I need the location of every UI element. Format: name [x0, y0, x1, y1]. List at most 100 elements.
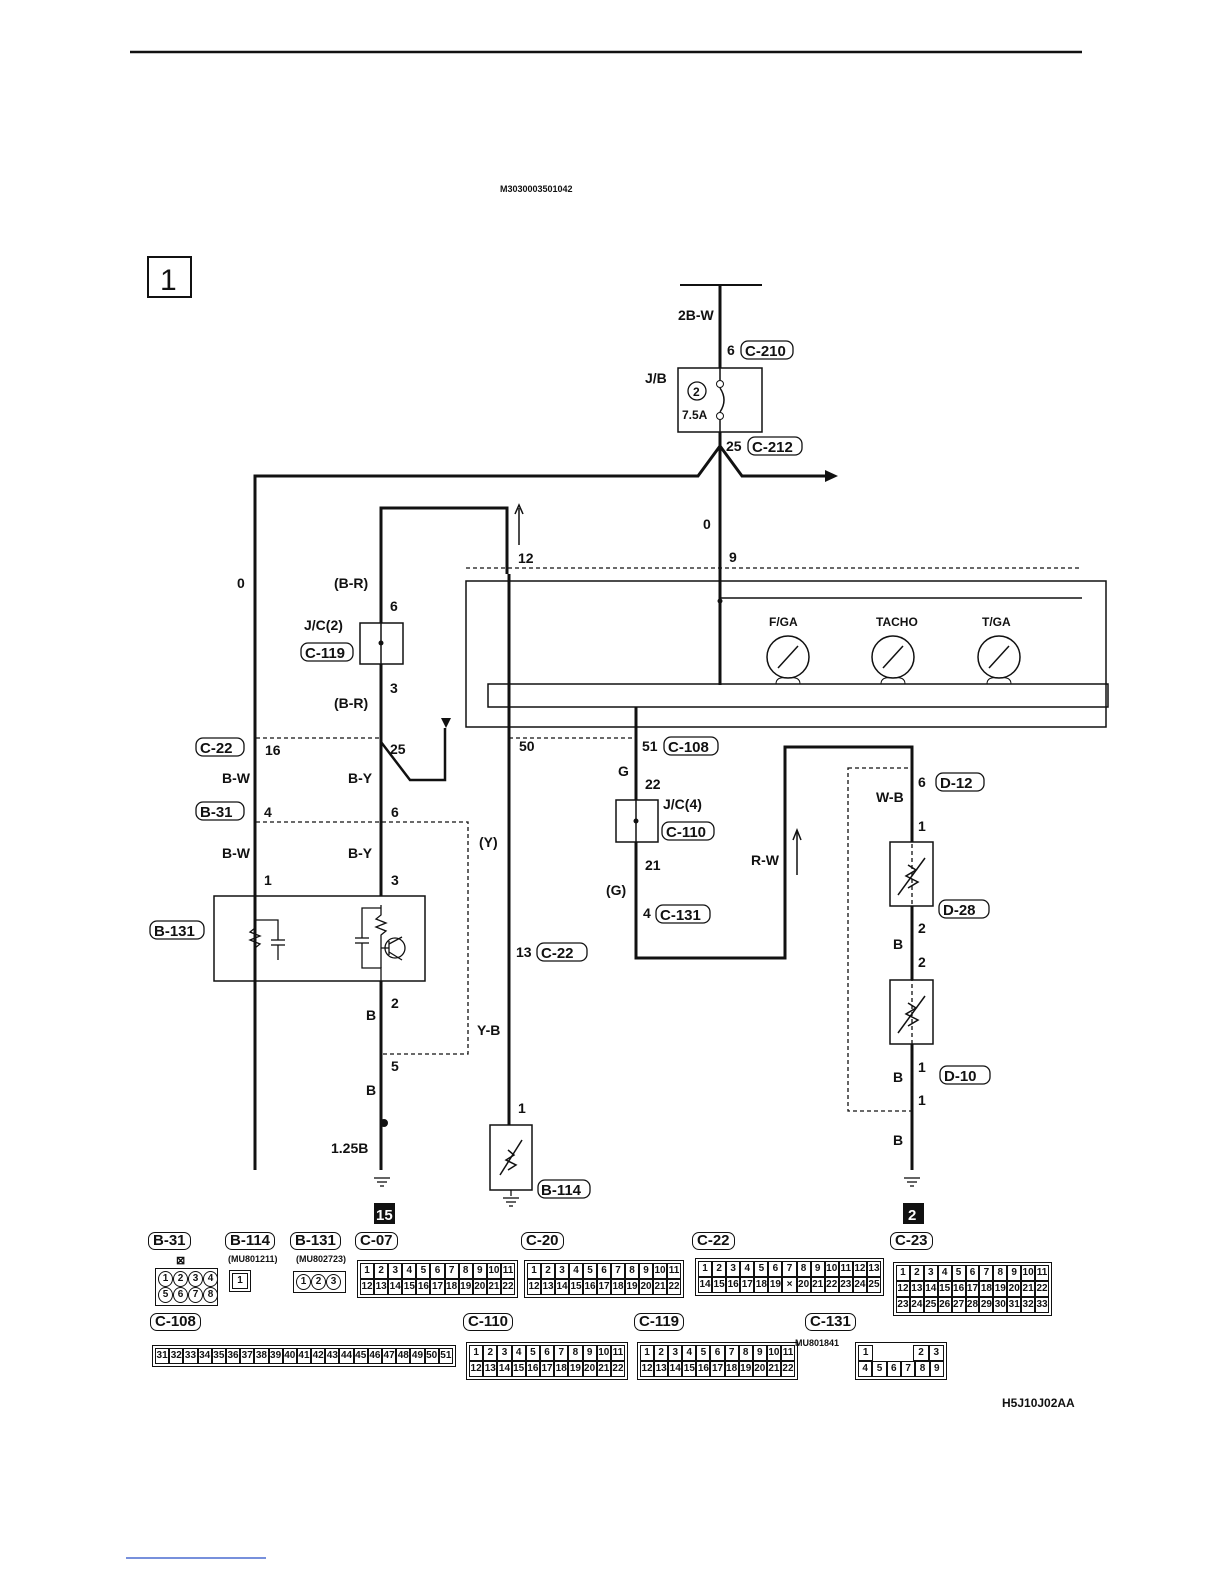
connector-pin: 11: [610, 1345, 626, 1361]
connector-pin: 1: [232, 1273, 248, 1289]
connector-pin: 20: [639, 1279, 653, 1295]
connector-label[interactable]: C-131: [805, 1313, 856, 1331]
connector-part-number: (MU801211): [228, 1254, 278, 1264]
connector-pin: 35: [211, 1348, 226, 1364]
svg-text:1: 1: [918, 1059, 926, 1075]
connector-tags[interactable]: C-119 C-22 B-31 B-131 C-22 B-114 C-108 C…: [149, 642, 991, 1199]
connector-pin: 23: [896, 1297, 910, 1313]
connector-pin: 18: [754, 1277, 769, 1293]
connector-pin: 37: [240, 1348, 255, 1364]
connector-pin: 8: [738, 1345, 753, 1361]
connector-pin: 12: [896, 1281, 910, 1297]
connector-pin: 17: [597, 1279, 611, 1295]
connector-pin: 11: [667, 1263, 681, 1279]
connector-pin: 2: [913, 1345, 929, 1361]
connector-label[interactable]: C-108: [150, 1313, 201, 1331]
connector-pin: 12: [360, 1279, 375, 1295]
connector-pin: 16: [951, 1281, 966, 1297]
connector-pin: 8: [203, 1287, 218, 1303]
connector-tag[interactable]: C-212: [752, 439, 793, 456]
svg-text:Y-B: Y-B: [477, 1022, 500, 1038]
connector-pin: 10: [596, 1345, 611, 1361]
connector-pin: 2: [374, 1263, 389, 1279]
combination-meter: [465, 580, 1107, 728]
connector-label[interactable]: B-31: [148, 1232, 191, 1250]
connector-pin: 7: [724, 1345, 739, 1361]
svg-text:0: 0: [703, 516, 711, 532]
connector-pin: 6: [965, 1265, 980, 1281]
gauge-temp: [977, 635, 1021, 685]
gauge-tacho: [871, 635, 915, 685]
connector-pin: 7: [900, 1361, 916, 1377]
connector-pin: 20: [796, 1277, 811, 1293]
connector-pin: 7: [554, 1345, 569, 1361]
svg-text:2: 2: [918, 920, 926, 936]
connector-tag[interactable]: C-210: [745, 343, 786, 360]
connector-pin: 10: [486, 1263, 501, 1279]
connector-pin: 6: [710, 1345, 725, 1361]
ground-ref-number: 2: [908, 1207, 916, 1224]
connector-label[interactable]: C-119: [634, 1313, 685, 1331]
connector-pin: 21: [486, 1279, 501, 1295]
connector-pin: 15: [937, 1281, 952, 1297]
connector-pin: 30: [993, 1297, 1008, 1313]
connector-pin: 1: [640, 1345, 655, 1361]
connector-pin: 26: [937, 1297, 952, 1313]
connector-pin: 1: [698, 1261, 713, 1277]
arrow-up-icon: [792, 827, 802, 875]
connector-pin: 17: [740, 1277, 755, 1293]
connector-pin-empty: [900, 1345, 913, 1359]
connector-pin: 11: [780, 1345, 796, 1361]
connector-pin: 44: [339, 1348, 354, 1364]
gauge-label: TACHO: [876, 615, 918, 629]
wire-label: 2B-W: [678, 307, 715, 323]
connector-label[interactable]: B-131: [290, 1232, 341, 1250]
svg-text:5: 5: [391, 1058, 399, 1074]
connector-pin: 16: [583, 1279, 597, 1295]
connector-pin: 17: [430, 1279, 445, 1295]
connector-pin: 41: [296, 1348, 312, 1364]
svg-text:D-28: D-28: [943, 902, 976, 919]
connector-pin: 27: [951, 1297, 966, 1313]
connector-pin: 3: [923, 1265, 938, 1281]
connector-pin: 15: [682, 1361, 697, 1377]
connector-pin: 32: [1021, 1297, 1036, 1313]
svg-text:2: 2: [918, 954, 926, 970]
svg-text:C-110: C-110: [666, 824, 706, 841]
connector-pin: 2: [654, 1345, 669, 1361]
connector-pin: 8: [993, 1265, 1008, 1281]
svg-text:C-108: C-108: [668, 739, 709, 756]
svg-text:C-131: C-131: [660, 907, 701, 924]
connector-pin: 6: [886, 1361, 901, 1377]
connector-pin: 1: [527, 1263, 541, 1279]
connector-label[interactable]: C-07: [355, 1232, 398, 1250]
connector-pin: 4: [937, 1265, 952, 1281]
ground-ref-badge: [903, 1203, 924, 1224]
connector-pin: 4: [682, 1345, 697, 1361]
svg-text:J/C(4): J/C(4): [663, 796, 702, 812]
connector-pin: 9: [929, 1361, 944, 1377]
connector-pin: 10: [824, 1261, 839, 1277]
connector-label[interactable]: C-22: [692, 1232, 735, 1250]
svg-text:B-114: B-114: [541, 1182, 582, 1199]
svg-text:B: B: [366, 1007, 376, 1023]
connector-pin: 16: [525, 1361, 540, 1377]
connector-pin: 4: [203, 1271, 218, 1287]
connector-label[interactable]: C-23: [890, 1232, 933, 1250]
connector-label[interactable]: C-20: [521, 1232, 564, 1250]
connector-pin: 8: [915, 1361, 930, 1377]
svg-text:22: 22: [645, 776, 661, 792]
connector-pin: 14: [923, 1281, 938, 1297]
connector-pin: 1: [360, 1263, 375, 1279]
connector-pin: 12: [640, 1361, 655, 1377]
svg-text:1: 1: [264, 872, 272, 888]
connector-label[interactable]: B-114: [225, 1232, 276, 1250]
connector-pin: 19: [568, 1361, 583, 1377]
connector-pin: 8: [625, 1263, 639, 1279]
connector-label[interactable]: C-110: [463, 1313, 514, 1331]
